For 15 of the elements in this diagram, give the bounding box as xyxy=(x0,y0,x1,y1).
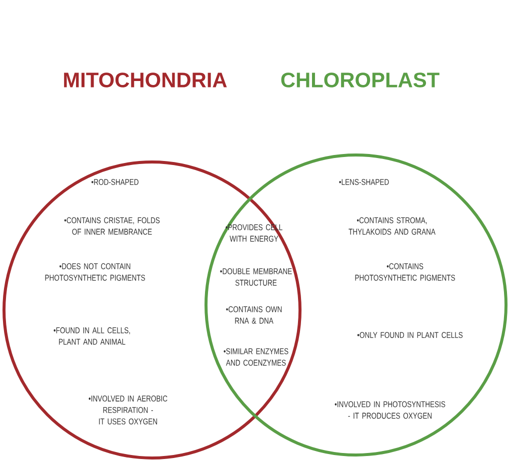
circle-heading: CHLOROPLAST xyxy=(281,72,440,88)
bullet-text: •DOES NOT CONTAIN PHOTOSYNTHETIC PIGMENTS xyxy=(45,263,145,281)
bullet-text: •DOUBLE MEMBRANE STRUCTURE xyxy=(220,268,292,286)
bullet-text: •CONTAINS STROMA, THYLAKOIDS AND GRANA xyxy=(348,217,436,235)
bullet-text: •INVOLVED IN AEROBIC RESPIRATION - IT USES OXYGEN xyxy=(88,396,168,424)
bullet-text: •LENS-SHAPED xyxy=(339,179,389,185)
bullet-text: •CONTAINS CRISTAE, FOLDS OF INNER MEMBRANCE xyxy=(64,217,160,235)
bullet-text: •FOUND IN ALL CELLS, PLANT AND ANIMAL xyxy=(54,327,130,345)
bullet-text: •SIMILAR ENZYMES AND COENZYMES xyxy=(224,348,288,366)
bullet-text: •CONTAINS PHOTOSYNTHETIC PIGMENTS xyxy=(355,263,455,281)
bullet-text: •INVOLVED IN PHOTOSYNTHESIS - IT PRODUCES OXYGEN xyxy=(334,401,446,419)
bullet-text: •ROD-SHAPED xyxy=(92,179,138,185)
bullet-text: •ONLY FOUND IN PLANT CELLS xyxy=(357,332,463,338)
bullet-text: •CONTAINS OWN RNA & DNA xyxy=(226,306,282,324)
circle-heading: MITOCHONDRIA xyxy=(64,72,227,88)
